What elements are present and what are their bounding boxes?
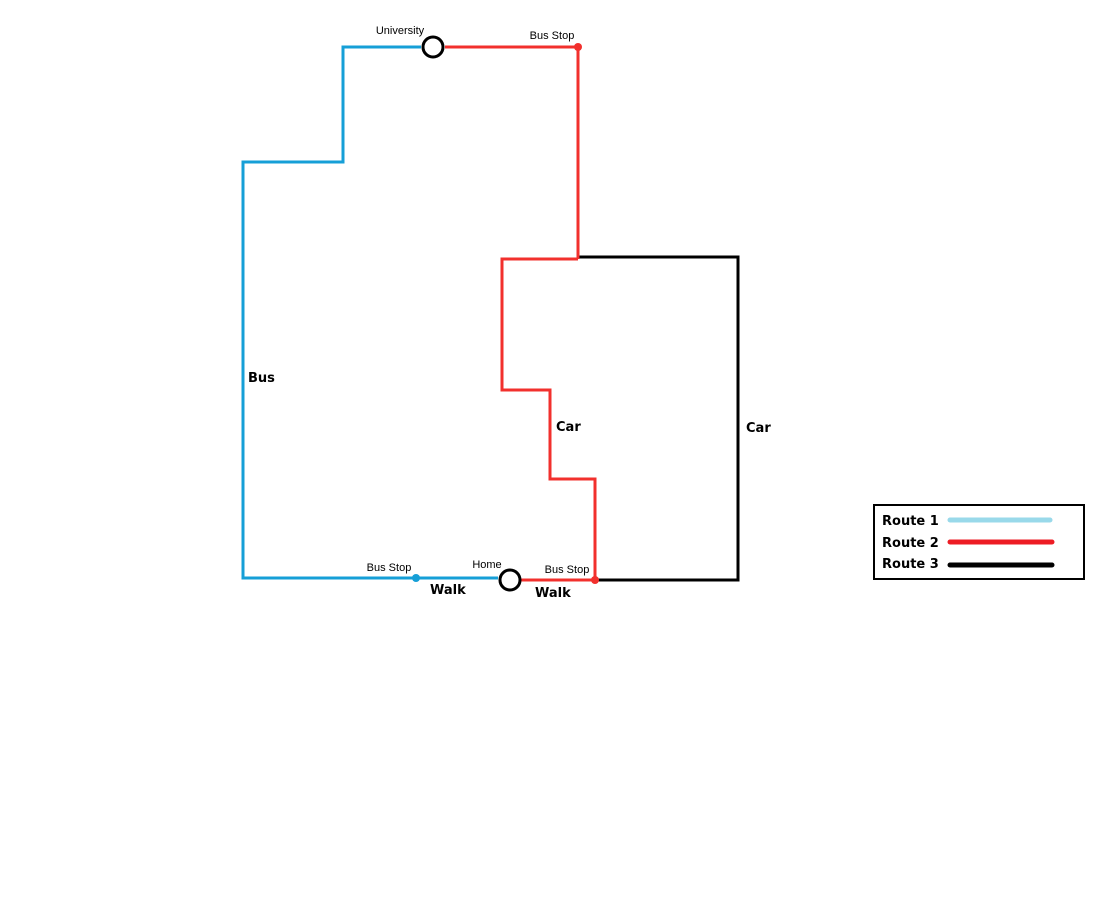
bus-mode-label: Bus xyxy=(248,371,275,386)
university-label: University xyxy=(376,25,425,37)
bus-stop-right-label: Bus Stop xyxy=(545,564,590,576)
walk-mode-label-route-1: Walk xyxy=(430,583,466,598)
bus-stop-left-label: Bus Stop xyxy=(367,562,412,574)
route-1-bus-line xyxy=(241,45,421,580)
car-mode-label-route-2: Car xyxy=(556,420,581,435)
university-node xyxy=(421,35,445,59)
walk-mode-label-route-2: Walk xyxy=(535,586,571,601)
route-2-car-line xyxy=(500,257,597,580)
route-2-bus-line xyxy=(445,45,580,259)
legend-label-route-1: Route 1 xyxy=(882,514,939,529)
legend-label-route-3: Route 3 xyxy=(882,557,939,572)
home-label: Home xyxy=(472,559,501,571)
car-mode-label-route-3: Car xyxy=(746,421,771,436)
legend-label-route-2: Route 2 xyxy=(882,536,939,551)
route-3-car-line xyxy=(578,255,740,582)
home-node xyxy=(498,568,522,592)
legend: Route 1 Route 2 Route 3 xyxy=(873,504,1085,580)
bus-stop-right-dot xyxy=(591,576,599,584)
bus-stop-left-dot xyxy=(412,574,420,582)
bus-stop-top-dot xyxy=(574,43,582,51)
bus-stop-top-label: Bus Stop xyxy=(530,30,575,42)
